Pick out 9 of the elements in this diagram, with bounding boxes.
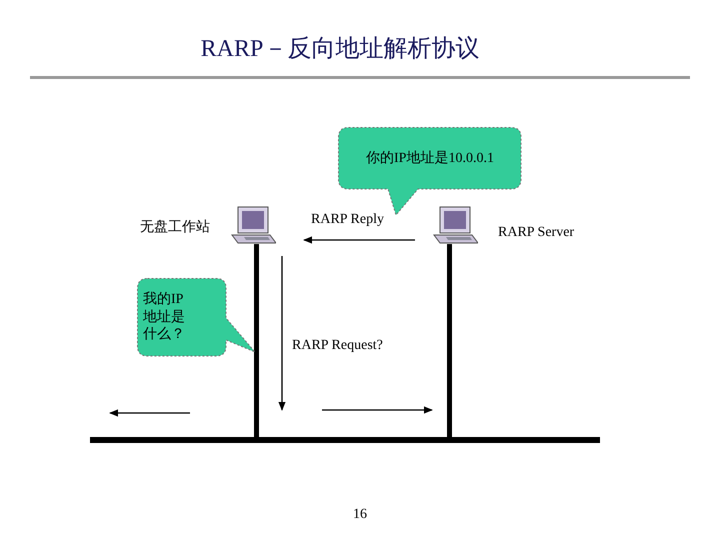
bubble-text: 我的IP地址是什么？ — [143, 291, 186, 344]
speech-bubble — [137, 278, 257, 358]
message-label: RARP Reply — [311, 212, 384, 228]
title: RARP－反向地址解析协议 — [200, 34, 480, 64]
server-label: RARP Server — [498, 225, 574, 241]
bubble-text: 你的IP地址是10.0.0.1 — [366, 150, 494, 168]
workstation-label: 无盘工作站 — [140, 218, 210, 236]
message-label: RARP Request? — [292, 338, 383, 354]
page-number: 16 — [353, 507, 367, 523]
